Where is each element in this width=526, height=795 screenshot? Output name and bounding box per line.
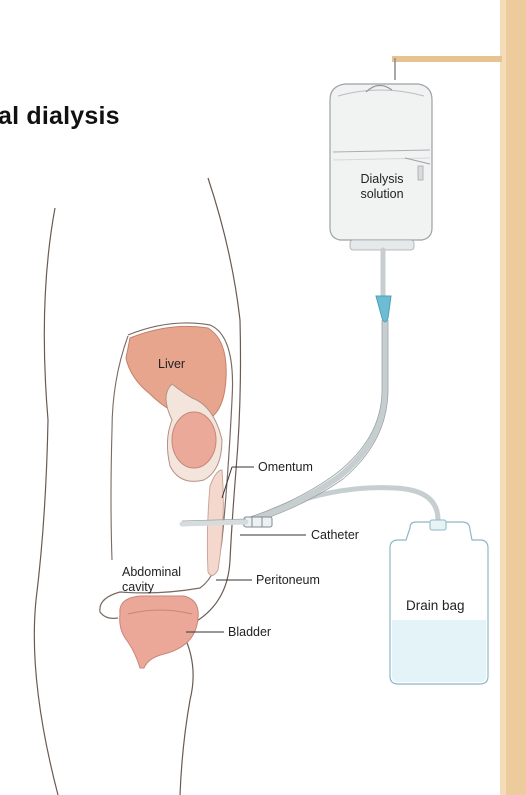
omentum-label: Omentum <box>258 460 313 475</box>
liver-label: Liver <box>158 357 185 372</box>
drain-bag-label: Drain bag <box>406 598 465 613</box>
page-title: al dialysis <box>0 102 120 131</box>
drip-chamber <box>376 296 391 322</box>
leader-lines <box>186 467 306 632</box>
tubing <box>245 250 438 524</box>
catheter <box>182 522 246 524</box>
dialysis-solution-label: Dialysis solution <box>346 172 418 202</box>
bladder-label: Bladder <box>228 625 271 640</box>
dialysis-solution-bag <box>330 84 432 250</box>
peritoneum-label: Peritoneum <box>256 573 320 588</box>
catheter-label: Catheter <box>311 528 359 543</box>
abdominal-cavity-label: Abdominal cavity <box>122 565 181 595</box>
